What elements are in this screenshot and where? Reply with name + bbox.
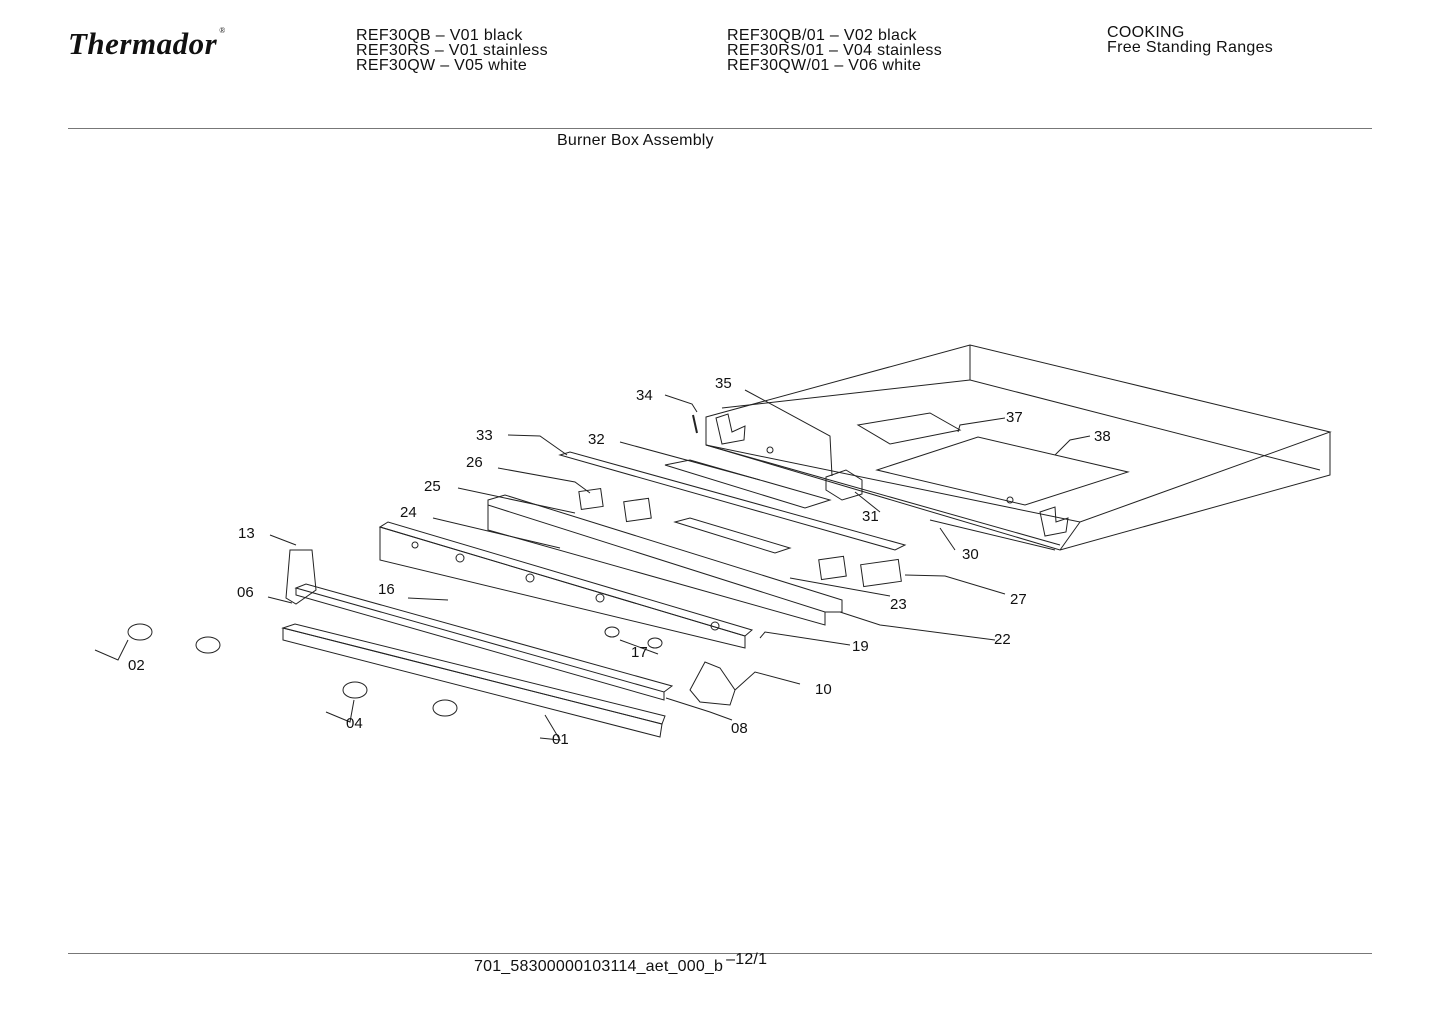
page-number: –12/1	[726, 951, 768, 968]
model-line: REF30QB – V01 black	[356, 27, 523, 44]
model-line: REF30QB/01 – V02 black	[727, 27, 917, 44]
knob	[195, 636, 221, 654]
valve-27	[860, 558, 902, 588]
rod-30	[929, 519, 1056, 551]
panel-top-edge	[378, 521, 754, 637]
callout-17: 17	[631, 644, 648, 661]
callout-19: 19	[852, 638, 869, 655]
callout-25: 25	[424, 478, 441, 495]
callout-24: 24	[400, 504, 417, 521]
model-line: REF30QW/01 – V06 white	[727, 57, 922, 74]
callout-06: 06	[237, 584, 254, 601]
callout-38: 38	[1094, 428, 1111, 445]
brand-logo: Thermador®	[68, 26, 226, 62]
switch-block	[623, 497, 652, 523]
front-panel-01	[282, 627, 663, 738]
cover-plate-38	[875, 436, 1130, 506]
strip-33	[558, 451, 907, 551]
grommet	[647, 637, 663, 649]
bar-32	[664, 459, 832, 509]
callout-labels: 02 04 01 06 08 10 13 16 17 19 22 23 24 2…	[128, 375, 1111, 748]
callout-01: 01	[552, 731, 569, 748]
grommet-17	[604, 626, 620, 638]
callout-08: 08	[731, 720, 748, 737]
control-panel-19	[379, 526, 746, 649]
callout-16: 16	[378, 581, 395, 598]
category-line: COOKING	[1107, 24, 1185, 41]
cover-plate-37	[856, 412, 962, 445]
leader-lines	[94, 389, 1091, 741]
footer-divider	[68, 953, 1372, 954]
callout-33: 33	[476, 427, 493, 444]
callout-23: 23	[890, 596, 907, 613]
footer: 701_58300000103114_aet_000_b–12/1	[474, 951, 767, 976]
bracket-31	[825, 469, 863, 501]
diagram-title: Burner Box Assembly	[557, 132, 714, 149]
callout-37: 37	[1006, 409, 1023, 426]
knob-04	[342, 681, 368, 699]
spark-module	[673, 517, 792, 554]
callout-13: 13	[238, 525, 255, 542]
trim-strip-06	[294, 583, 674, 693]
callout-30: 30	[962, 546, 979, 563]
side-bracket-13	[285, 549, 317, 605]
callout-02: 02	[128, 657, 145, 674]
category-label: COOKING Free Standing Ranges	[1107, 24, 1274, 56]
callout-26: 26	[466, 454, 483, 471]
model-line: REF30QW – V05 white	[356, 57, 528, 74]
callout-27: 27	[1010, 591, 1027, 608]
valve-26	[578, 487, 604, 511]
brand-name: Thermador	[68, 26, 218, 61]
knob-02	[127, 623, 153, 641]
header-divider	[68, 128, 1372, 129]
valve-23	[818, 555, 847, 581]
registered-mark: ®	[219, 26, 226, 35]
front-panel-top	[281, 623, 666, 725]
callout-04: 04	[346, 715, 363, 732]
knob	[432, 699, 458, 717]
model-list-left: REF30QB – V01 black REF30RS – V01 stainl…	[356, 27, 548, 74]
document-code: 701_58300000103114_aet_000_b	[474, 958, 724, 975]
callout-22: 22	[994, 631, 1011, 648]
model-line: REF30RS – V01 stainless	[356, 42, 548, 59]
callout-34: 34	[636, 387, 653, 404]
model-line: REF30RS/01 – V04 stainless	[727, 42, 943, 59]
model-list-right: REF30QB/01 – V02 black REF30RS/01 – V04 …	[727, 27, 943, 74]
callout-32: 32	[588, 431, 605, 448]
category-line: Free Standing Ranges	[1107, 39, 1274, 56]
callout-31: 31	[862, 508, 879, 525]
end-cap-10	[689, 661, 736, 706]
screw-34	[692, 414, 698, 434]
callout-35: 35	[715, 375, 732, 392]
callout-10: 10	[815, 681, 832, 698]
burner-box	[705, 344, 1332, 551]
